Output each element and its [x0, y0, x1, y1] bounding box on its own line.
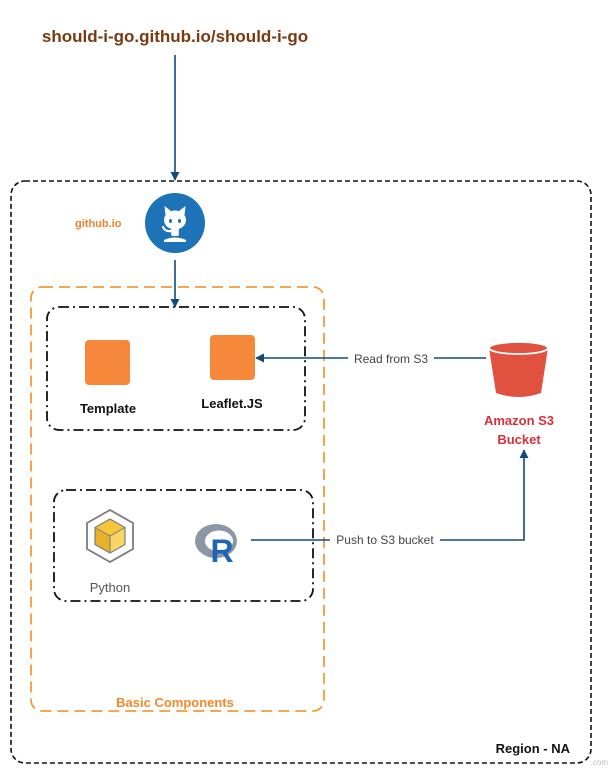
github-label: github.io [75, 218, 122, 230]
python-cube-icon [86, 509, 134, 563]
s3-bucket-icon [488, 341, 549, 397]
s3-label-line1: Amazon S3 [484, 413, 554, 428]
corner-watermark: .com [591, 758, 609, 767]
template-label: Template [80, 401, 136, 416]
basic-components-group [30, 286, 325, 712]
leaflet-icon [210, 335, 255, 380]
svg-text:R: R [210, 533, 233, 569]
python-label: Python [90, 580, 130, 595]
web-components-group [46, 306, 306, 431]
leaflet-label: Leaflet.JS [201, 396, 263, 411]
template-icon [85, 340, 130, 385]
url-title[interactable]: should-i-go.github.io/should-i-go [42, 27, 308, 46]
push-to-s3-label: Push to S3 bucket [336, 533, 434, 547]
region-container [10, 180, 592, 764]
s3-label-line2: Bucket [497, 432, 541, 447]
push-to-s3-arrow [251, 449, 529, 541]
r-logo-icon: R [195, 524, 237, 569]
basic-components-label: Basic Components [116, 695, 234, 710]
github-icon [145, 193, 205, 253]
read-from-s3-label: Read from S3 [354, 352, 428, 366]
region-label: Region - NA [496, 741, 571, 756]
